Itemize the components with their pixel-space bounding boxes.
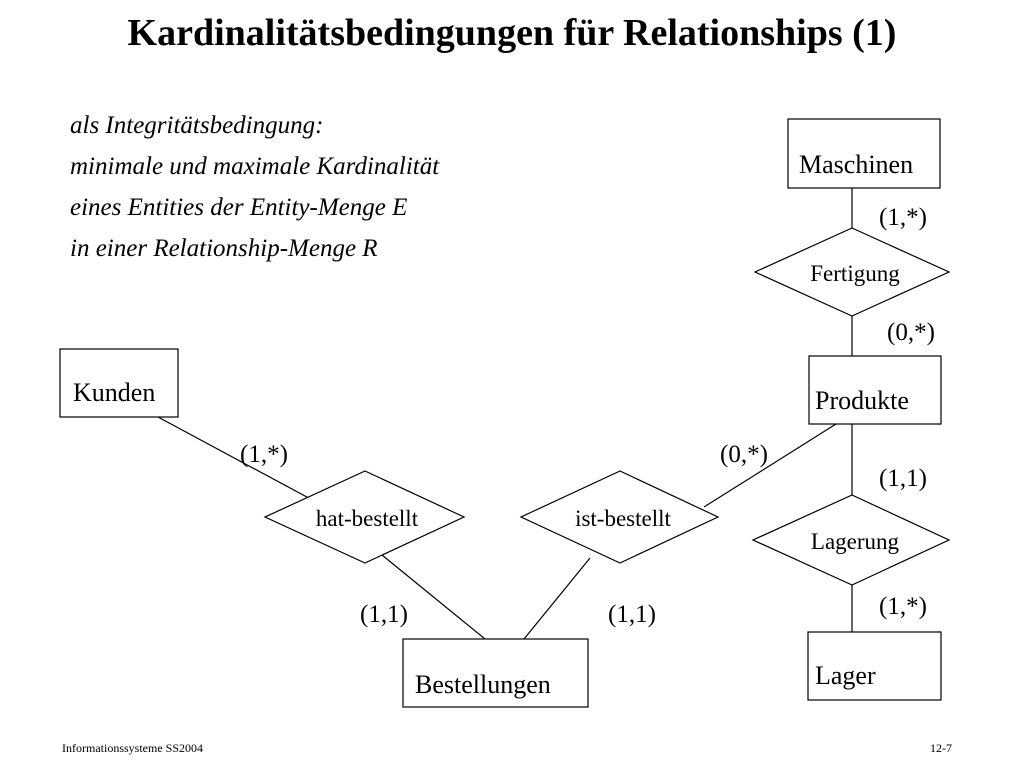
entity-bestellungen-box xyxy=(402,638,589,708)
page-title: Kardinalitätsbedingungen für Relationshi… xyxy=(127,12,897,54)
entity-lager-box xyxy=(807,631,942,701)
entity-produkte-box xyxy=(808,355,942,425)
entity-kunden-label: Kunden xyxy=(73,378,155,407)
intro-line: eines Entities der Entity-Menge E xyxy=(70,194,408,221)
entity-maschinen-label: Maschinen xyxy=(799,150,913,179)
entity-kunden-box xyxy=(59,348,179,418)
entity-lager-label: Lager xyxy=(815,661,876,690)
cardinality-bestellungen-hat-bestellt: (1,1) xyxy=(360,601,408,628)
relationship-fertigung-label: Fertigung xyxy=(810,261,900,286)
intro-text: als Integritätsbedingung: minimale und m… xyxy=(70,105,439,269)
entity-maschinen-box xyxy=(787,118,941,189)
intro-line: in einer Relationship-Menge R xyxy=(70,235,378,262)
cardinality-produkte-fertigung: (0,*) xyxy=(887,319,935,346)
edge-ist-bestellt-bestellungen xyxy=(523,557,591,640)
intro-line: minimale und maximale Kardinalität xyxy=(70,153,440,180)
edge-produkte-ist-bestellt xyxy=(703,423,837,508)
edge-kunden-hat-bestellt xyxy=(157,416,319,504)
relationship-fertigung-diamond xyxy=(753,227,951,317)
relationship-lagerung-label: Lagerung xyxy=(811,529,900,554)
relationship-ist-bestellt-label: ist-bestellt xyxy=(575,506,671,531)
relationship-hat-bestellt-diamond xyxy=(263,470,466,564)
footer-course: Informationssysteme SS2004 xyxy=(62,741,203,755)
edge-hat-bestellt-bestellungen xyxy=(381,554,486,640)
cardinality-produkte-lagerung: (1,1) xyxy=(879,465,927,492)
cardinality-kunden-hat-bestellt: (1,*) xyxy=(240,441,288,468)
entity-produkte-label: Produkte xyxy=(815,386,909,415)
cardinality-lager-lagerung: (1,*) xyxy=(879,593,927,620)
cardinality-maschinen-fertigung: (1,*) xyxy=(879,204,927,231)
cardinality-produkte-ist-bestellt: (0,*) xyxy=(720,441,768,468)
relationship-ist-bestellt-diamond xyxy=(519,470,720,564)
relationship-hat-bestellt-label: hat-bestellt xyxy=(316,506,419,531)
entity-bestellungen-label: Bestellungen xyxy=(415,670,551,699)
cardinality-bestellungen-ist-bestellt: (1,1) xyxy=(608,601,656,628)
relationship-lagerung-diamond xyxy=(751,494,951,586)
footer-page-number: 12-7 xyxy=(930,741,952,755)
intro-line: als Integritätsbedingung: xyxy=(70,112,324,139)
